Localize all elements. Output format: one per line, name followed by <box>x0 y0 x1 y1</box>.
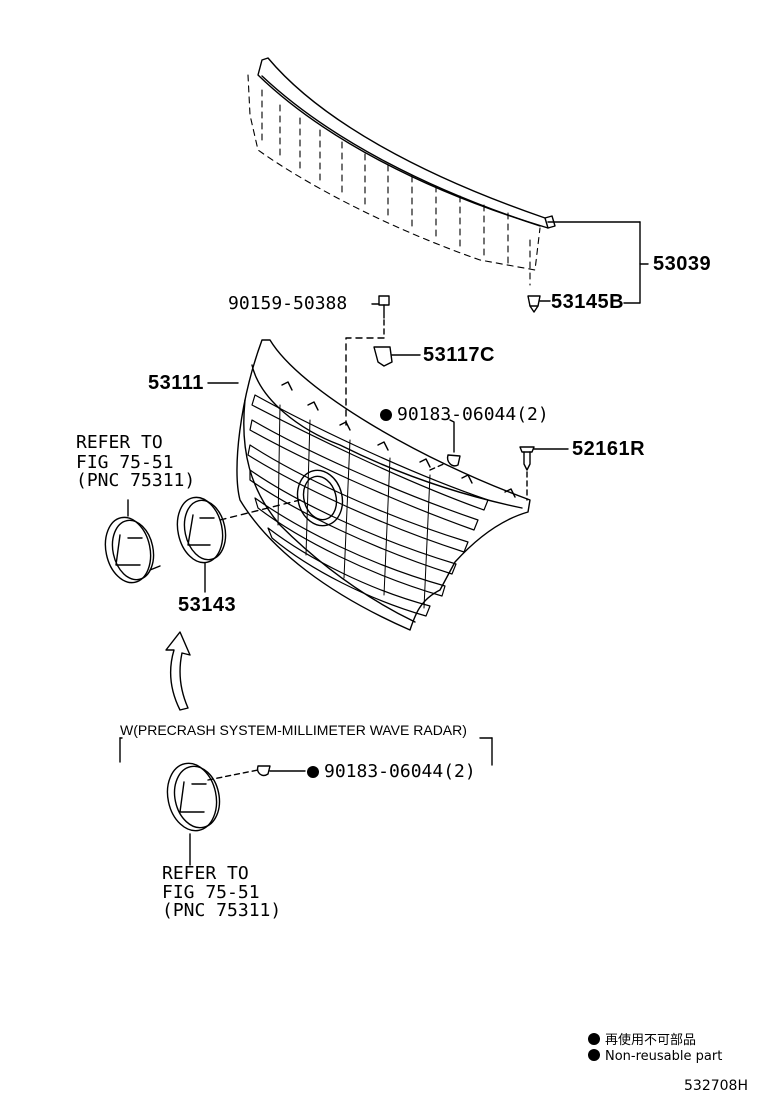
diagram-id: 532708H <box>684 1078 748 1094</box>
clip-52161r <box>519 446 569 501</box>
label-90183-upper-text: 90183-06044(2) <box>397 404 549 425</box>
clip-53145b <box>527 295 551 313</box>
refer-upper-line1: REFER TO <box>76 432 163 453</box>
label-90183-lower: 90183-06044(2) <box>307 761 476 782</box>
legend-text-jp: 再使用不可部品 <box>605 1033 697 1048</box>
legend-line1: 再使用不可部品 <box>588 1029 696 1048</box>
emblem-reference-lower <box>166 762 306 866</box>
radiator-grille <box>207 339 531 631</box>
label-90159-50388: 90159-50388 <box>228 293 348 314</box>
nut-90183-upper <box>429 419 461 471</box>
refer-lower-line1: REFER TO <box>162 863 249 884</box>
non-reusable-dot <box>380 409 392 421</box>
label-53145b: 53145B <box>551 291 625 313</box>
refer-lower-line2: FIG 75-51 <box>162 882 260 903</box>
label-53143: 53143 <box>178 594 237 616</box>
arrow-up <box>165 631 191 711</box>
refer-upper-line3: (PNC 75311) <box>76 470 196 491</box>
legend-dot <box>588 1033 600 1045</box>
legend-text-en: Non-reusable part <box>605 1049 723 1064</box>
non-reusable-dot <box>307 766 319 778</box>
legend-line2: Non-reusable part <box>588 1049 722 1064</box>
label-90183-upper: 90183-06044(2) <box>380 404 549 425</box>
emblem-53143 <box>176 496 301 593</box>
label-53039: 53039 <box>653 253 712 275</box>
condition-label: W(PRECRASH SYSTEM-MILLIMETER WAVE RADAR) <box>120 722 467 738</box>
bolt-90159 <box>345 295 390 426</box>
legend-dot <box>588 1049 600 1061</box>
label-90183-lower-text: 90183-06044(2) <box>324 761 476 782</box>
refer-lower-line3: (PNC 75311) <box>162 900 282 921</box>
retainer-53117c <box>373 346 421 367</box>
condition-bracket <box>119 737 493 766</box>
seal-strip <box>247 57 649 304</box>
label-52161r: 52161R <box>572 438 646 460</box>
refer-upper-line2: FIG 75-51 <box>76 452 174 473</box>
label-53117c: 53117C <box>423 344 495 366</box>
label-53111: 53111 <box>148 372 204 394</box>
emblem-reference-upper <box>104 499 161 584</box>
